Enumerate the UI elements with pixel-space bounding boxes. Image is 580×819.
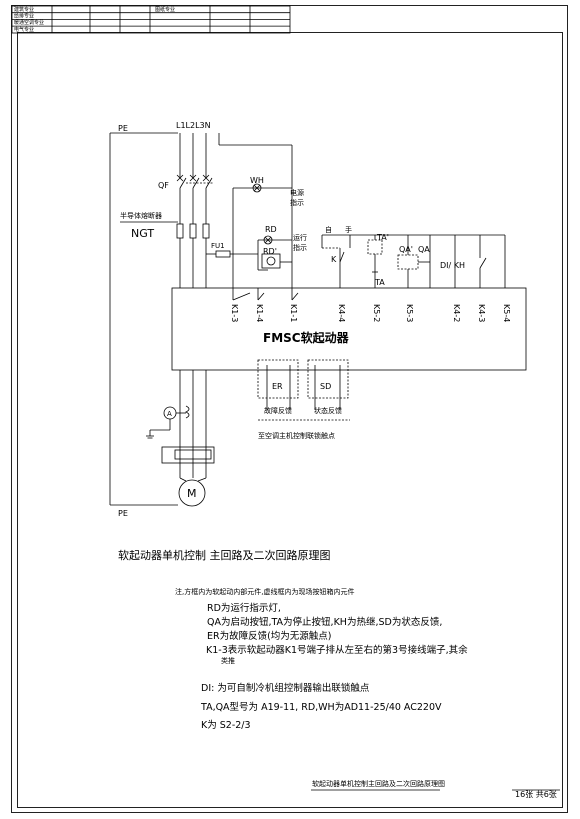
tb-row-2: 给排专业 [14, 13, 34, 20]
pe-top-label: PE [118, 124, 128, 133]
soft-starter-box [171, 287, 527, 371]
sd-label: SD [320, 382, 331, 391]
ta-label: TA [374, 278, 385, 287]
terminal-k1-1: K1-1 [289, 304, 298, 322]
note-line-6: 类推 [221, 657, 235, 665]
note-line-4: ER为故障反馈(均为无源触点) [207, 631, 332, 642]
motor [178, 477, 207, 507]
fuse-type-label: 半导体熔断器 [120, 211, 162, 220]
qf-label: QF [158, 181, 169, 190]
note-line-5: K1-3表示软起动器K1号端子排从左至右的第3号接线端子,其余 [206, 645, 468, 656]
note-line-7: DI: 为可自制冷机组控制器输出联锁触点 [201, 683, 370, 694]
terminal-k4-2: K4-2 [452, 304, 461, 322]
wh-label: WH [250, 176, 264, 185]
ngt-label: NGT [131, 227, 154, 240]
k-label: K [331, 255, 337, 264]
starter-title: FMSC软起动器 [263, 330, 350, 345]
feedback-contacts [257, 359, 350, 421]
motor-label: M [187, 487, 197, 500]
phase-labels: L1L2L3N [176, 121, 211, 130]
title-block [11, 5, 291, 34]
terminal-k1-4: K1-4 [255, 304, 264, 322]
tb-row-3: 暖通空调专业 [14, 19, 44, 26]
tb-row-1: 建筑专业 [14, 6, 34, 13]
run-ind-2: 指示 [293, 243, 307, 252]
footer-caption: 软起动器单机控制主回路及二次回路原理图 [312, 780, 445, 788]
main-phase-lines [176, 133, 214, 478]
tb-mid-label: 图纸专业 [155, 6, 175, 13]
fu1-label: FU1 [211, 242, 225, 250]
auto-label: 自 [325, 225, 332, 234]
control-supply [206, 133, 293, 288]
control-circuit [321, 234, 506, 288]
terminal-k4-4: K4-4 [337, 304, 346, 322]
note-line-1: 注,方框内为软起动内部元件,虚线框内为现场按钮箱内元件 [175, 588, 355, 596]
manual-label: 手 [345, 225, 352, 234]
terminal-k5-4: K5-4 [502, 304, 511, 322]
status-feedback-label: 状态反馈 [314, 406, 342, 415]
power-ind-2: 指示 [290, 198, 304, 207]
current-meter [146, 405, 190, 439]
ta-prime-label: TA' [376, 233, 389, 242]
tb-row-4: 电气专业 [14, 26, 34, 33]
terminal-k5-3: K5-3 [405, 304, 414, 322]
rd-prime-label: RD' [263, 247, 277, 256]
lamps [252, 183, 281, 269]
qa-prime-label: QA' [399, 245, 413, 254]
terminal-k4-3: K4-3 [477, 304, 486, 322]
terminal-k5-2: K5-2 [372, 304, 381, 322]
page-number: 16张 共6张 [515, 790, 557, 799]
note-line-2: RD为运行指示灯, [207, 603, 281, 614]
er-label: ER [272, 382, 283, 391]
aircon-interlock-label: 至空调主机控制联锁触点 [258, 431, 335, 440]
main-title: 软起动器单机控制 主回路及二次回路原理图 [118, 549, 331, 562]
note-line-9: K为 S2-2/3 [201, 720, 251, 731]
qa-label: QA [418, 245, 430, 254]
starter-contacts [232, 288, 299, 301]
terminal-k1-3: K1-3 [230, 304, 239, 322]
fault-feedback-label: 故障反馈 [264, 406, 292, 415]
thermal-relay [161, 446, 215, 464]
note-line-3: QA为启动按钮,TA为停止按钮,KH为热继,SD为状态反馈, [207, 617, 443, 628]
outer-frame [11, 5, 568, 813]
note-line-8: TA,QA型号为 A19-11, RD,WH为AD11-25/40 AC220V [201, 702, 442, 713]
ammeter-label: A [167, 410, 172, 418]
rd-label: RD [265, 225, 277, 234]
di-kh-label: DI/ KH [440, 261, 465, 270]
run-ind-1: 运行 [293, 233, 307, 242]
power-ind-1: 电源 [290, 188, 304, 197]
pe-bus [109, 132, 178, 506]
pe-bottom-label: PE [118, 509, 128, 518]
